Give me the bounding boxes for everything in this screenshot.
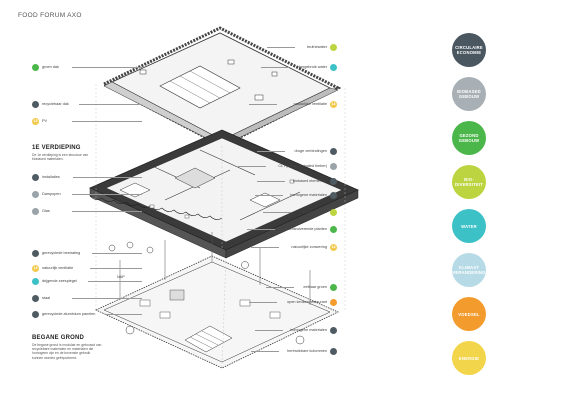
right-label-dot [330, 162, 337, 170]
right-label-text: bruthewater [306, 44, 327, 49]
right-label-text: vleermuis hotel [301, 209, 327, 214]
right-label-text: homogene materialen [290, 192, 327, 197]
right-label-text: homogene materialen [290, 327, 327, 332]
left-label-dot: 13 [32, 117, 39, 125]
right-label-leader [266, 287, 295, 288]
left-label-text: staal [42, 295, 51, 300]
right-label-text: droge verbindingen [294, 148, 327, 153]
right-label-leader [256, 151, 285, 152]
left-label-text: Glas [42, 208, 50, 213]
first-floor-layer [89, 129, 359, 259]
ground-floor-heading: BEGANE GROND [32, 335, 85, 341]
left-label-leader [72, 298, 142, 299]
left-label-text: gerecyclede bestrating [42, 250, 81, 255]
legend-circle: KLIMAAT VERANDERING [452, 253, 486, 287]
right-label-dot [330, 298, 337, 306]
right-label-text: herbruikbare kolommen [287, 348, 327, 353]
left-label-text: recyclebaar dak [42, 101, 69, 106]
right-label-dot [330, 283, 337, 291]
right-label-text: natuurlijke ventilatie [293, 101, 327, 106]
right-label-dot [330, 147, 337, 155]
right-label-leader [247, 229, 276, 230]
left-label-dot [32, 207, 39, 215]
left-label-text: installaties [42, 174, 60, 179]
left-label-leader [72, 67, 142, 68]
right-label-text: biobased elementen [292, 178, 327, 183]
left-label-text: groen dak [42, 64, 59, 69]
right-label-dot [330, 177, 337, 185]
left-label-leader [89, 268, 142, 269]
left-label-leader [88, 281, 142, 282]
right-label-leader [249, 302, 278, 303]
right-label-text: natuurlijke zonwering [291, 244, 327, 249]
legend-circle: ENERGIE [452, 341, 486, 375]
left-label-dot [32, 310, 39, 318]
left-label-dot: 13 [32, 264, 39, 272]
left-label-dot [32, 173, 39, 181]
right-label-leader [249, 104, 278, 105]
right-label-dot [330, 326, 337, 334]
right-label-dot: 13 [330, 243, 337, 251]
left-label-text: gerecyclede aluminium panelen [42, 311, 96, 316]
left-label-text: PV [42, 118, 48, 123]
left-label-leader [72, 121, 142, 122]
right-label-leader [251, 247, 280, 248]
legend-circle: WATER [452, 209, 486, 243]
left-label-dot [32, 249, 39, 257]
left-label-dot [32, 277, 39, 285]
right-label-leader [237, 166, 266, 167]
right-label-text: hergebruik water [298, 64, 327, 69]
legend-circle: GEZOND GEBOUW [452, 121, 486, 155]
left-label-dot [32, 190, 39, 198]
left-label-leader [78, 104, 142, 105]
right-label-dot [330, 191, 337, 199]
right-label-leader [262, 212, 291, 213]
page-title: FOOD FORUM AXO [18, 12, 82, 19]
right-label-text: CLT (cross laminated timber) [278, 163, 327, 168]
legend-circle: BIOBASED GEBOUW [452, 77, 486, 111]
right-label-dot [330, 208, 337, 216]
right-label-dot [330, 225, 337, 233]
left-label-text: natuurlijk ventilatie [42, 265, 74, 270]
legend-circle: VOEDSEL [452, 297, 486, 331]
roof-layer [100, 26, 342, 148]
left-label-text: Dampopen [42, 191, 61, 196]
legend-circle: CIRCULAIRE ECONOMIE [452, 33, 486, 67]
left-label-leader [72, 211, 142, 212]
left-label-text: drijgende zeespiegel [42, 278, 77, 283]
left-label-dot [32, 63, 39, 71]
right-label-dot [330, 43, 337, 51]
legend-circle: BIO-DIVERSITEIT [452, 165, 486, 199]
right-label-leader [254, 195, 283, 196]
right-label-text: luchtzuiverende planten [286, 226, 327, 231]
right-label-dot: 13 [330, 100, 337, 108]
ground-floor-layer [95, 232, 339, 369]
first-floor-description: De 1e verdieping is een structuur van bi… [32, 153, 89, 162]
nap-tag: NAP [117, 275, 125, 279]
left-label-dot [32, 100, 39, 108]
right-label-text: eetbaar groen [303, 284, 327, 289]
left-label-leader [105, 314, 142, 315]
first-floor-heading: 1E VERDIEPING [32, 145, 81, 151]
right-label-leader [267, 47, 295, 48]
right-label-leader [256, 181, 285, 182]
right-label-text: open keuken/restaurant [287, 299, 327, 304]
left-label-dot [32, 294, 39, 302]
right-label-leader [254, 330, 283, 331]
right-label-leader [260, 67, 289, 68]
left-label-leader [72, 177, 142, 178]
left-label-leader [91, 253, 142, 254]
left-label-leader [72, 194, 142, 195]
right-label-dot [330, 347, 337, 355]
right-label-dot [330, 63, 337, 71]
ground-floor-description: De begane grond is modulair en gebouwd v… [32, 343, 102, 360]
right-label-leader [251, 351, 280, 352]
